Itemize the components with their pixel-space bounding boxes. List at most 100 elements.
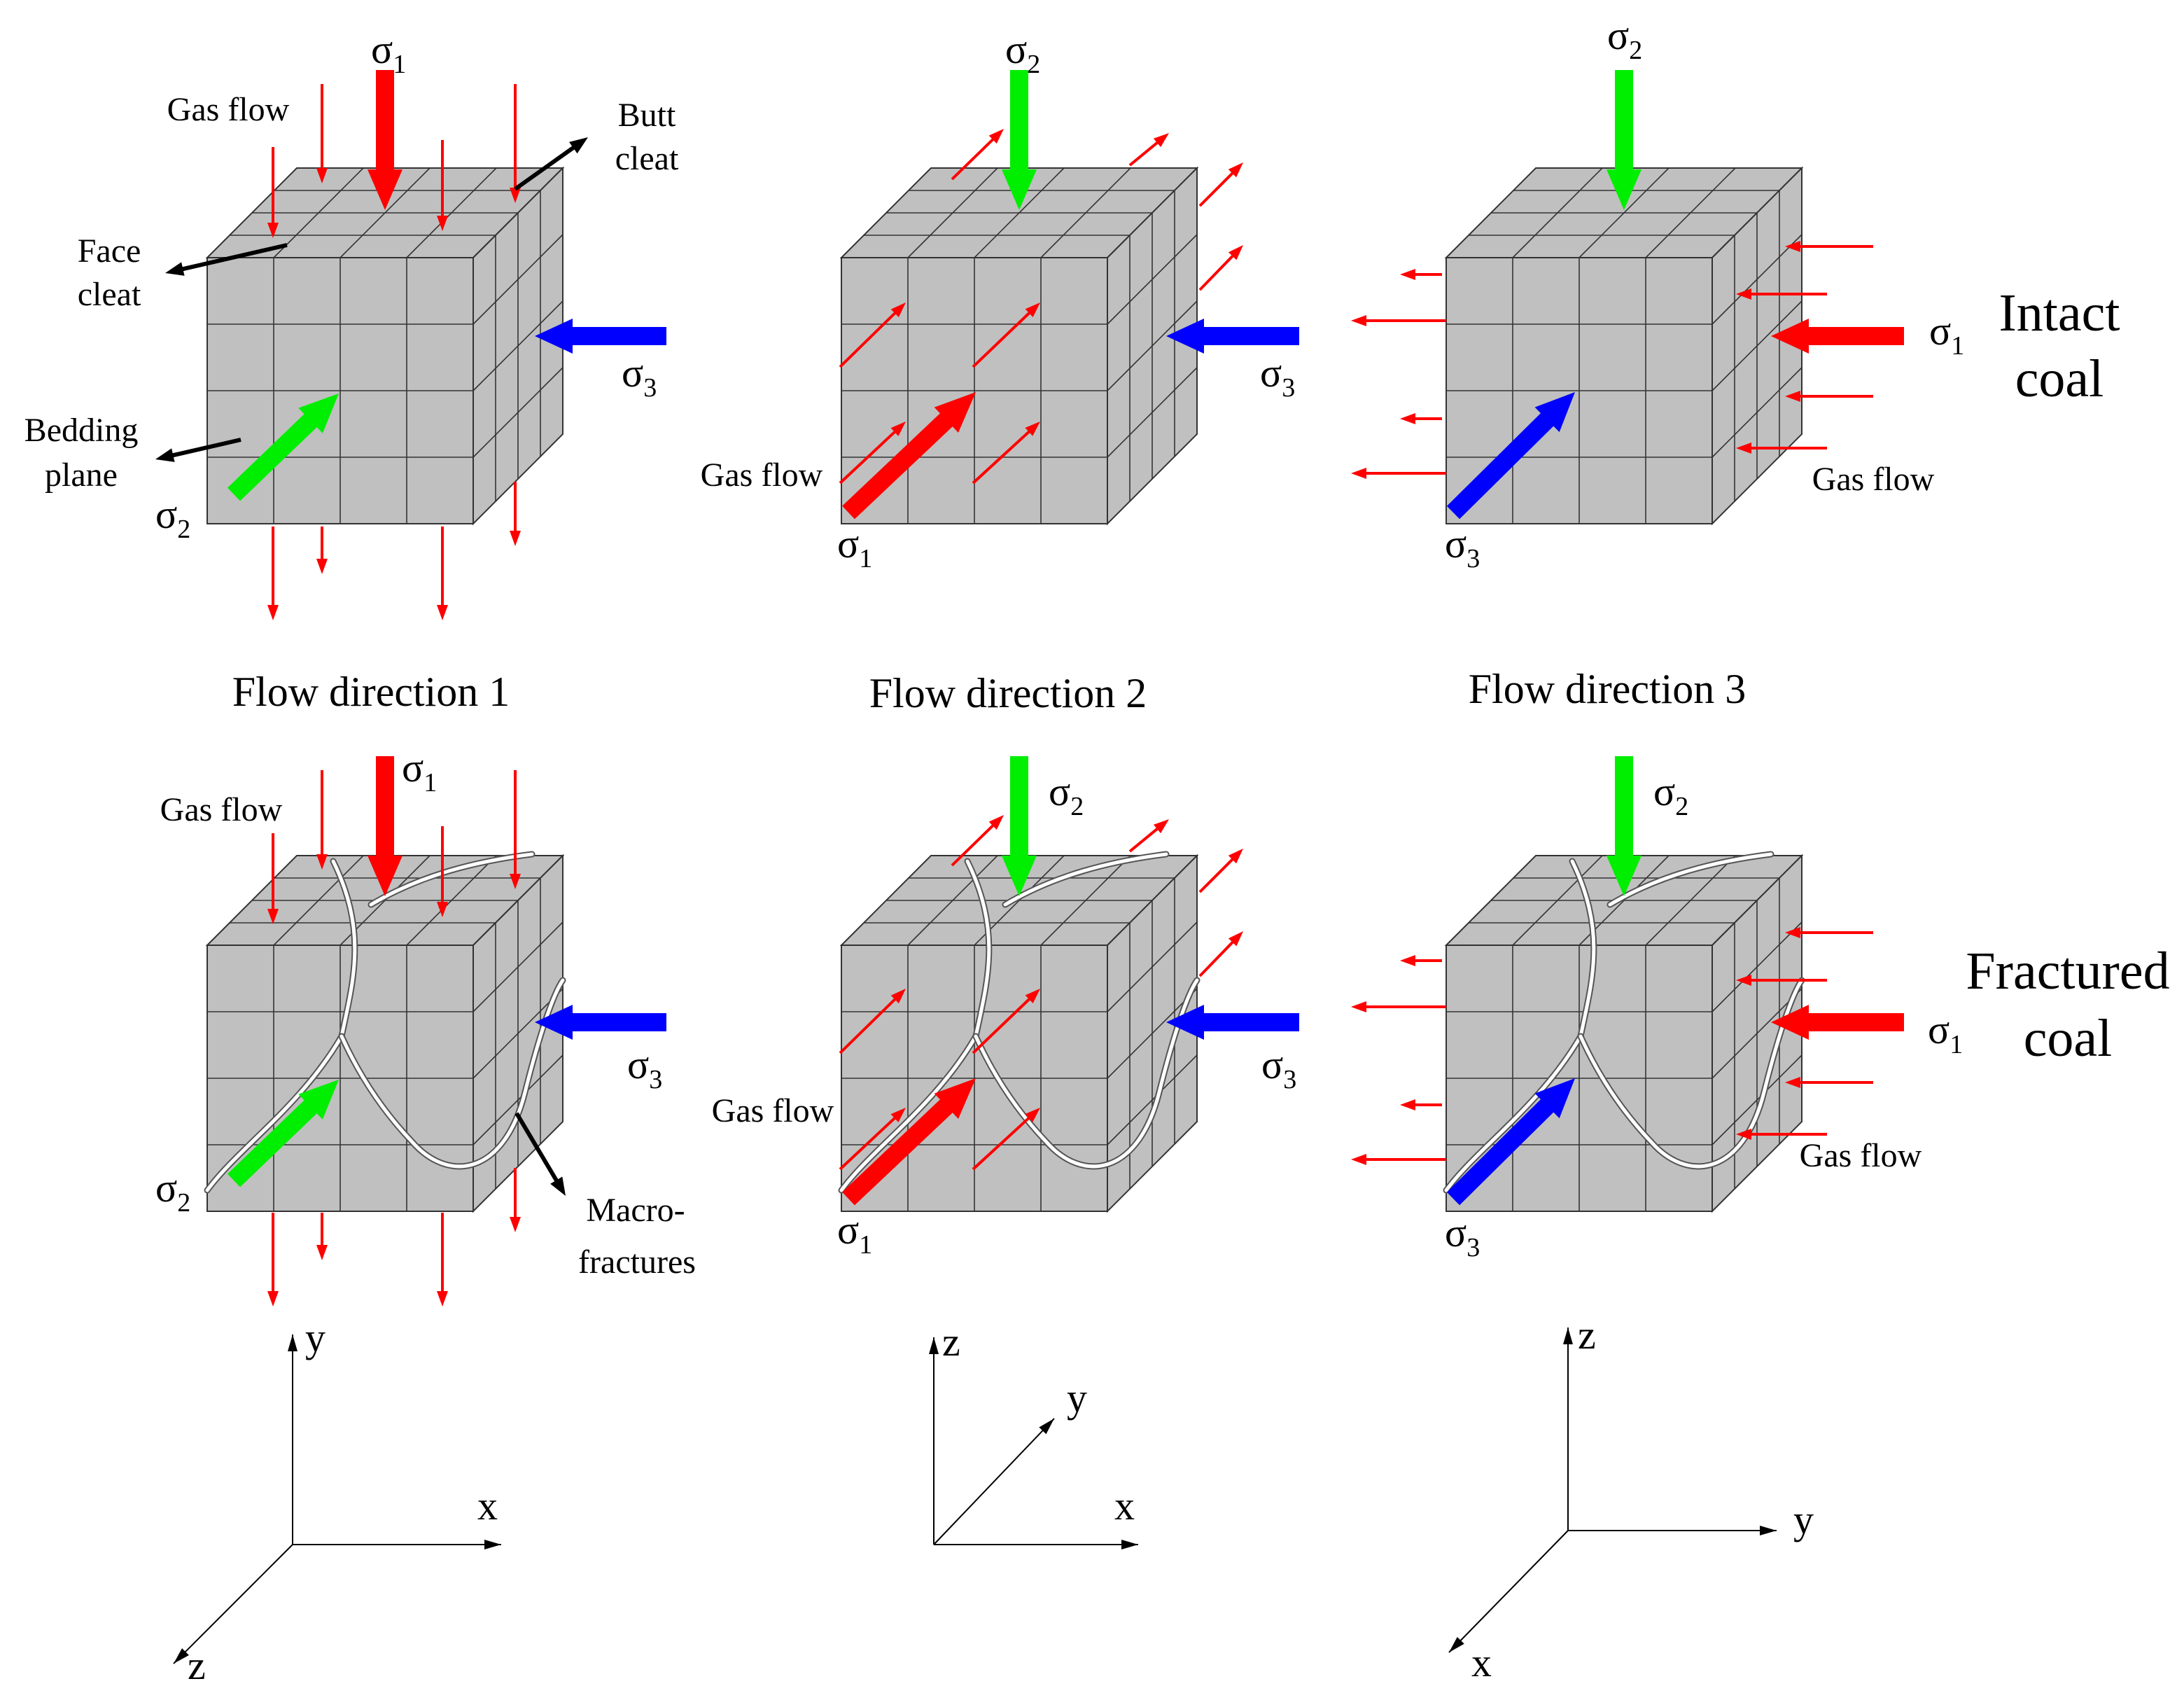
face-cleat-label-line2: cleat xyxy=(78,276,141,313)
cube-grid-line xyxy=(1712,1054,1802,1145)
gas-flow-arrow-d2-fractured xyxy=(972,1108,1040,1171)
sigma3-arrow-d3-intact xyxy=(1446,392,1575,520)
cube-grid-line xyxy=(1712,988,1802,1079)
gas-flow-arrow-out-d3-fractured xyxy=(1400,955,1442,966)
cube-grid-line xyxy=(1712,367,1802,458)
gas-flow-arrow-out-d3-intact xyxy=(1351,468,1446,479)
gas-flow-arrow-d2-fractured xyxy=(1198,849,1243,893)
cube-grid-line xyxy=(406,855,497,946)
cube-d3-intact xyxy=(1444,166,1804,526)
gas-flow-arrow-out-d1-intact xyxy=(437,527,448,620)
bedding-plane-label-line2: plane xyxy=(45,457,118,494)
cube-grid-line xyxy=(1107,988,1198,1079)
axis-label-d1-y: y xyxy=(305,1315,326,1360)
sigma3-arrow-d1-fractured xyxy=(535,1005,666,1040)
sigma1-arrow-d3-intact xyxy=(1771,319,1904,354)
sigma3-arrow-d2-fractured xyxy=(1166,1005,1299,1040)
gas-flow-arrow-d2-intact xyxy=(972,302,1040,368)
cube-grid-line xyxy=(1040,167,1131,258)
sigma2-label-d3-intact: σ2 xyxy=(1607,13,1642,65)
gas-flow-arrow-out-d1-intact xyxy=(510,482,521,546)
cube-grid-line xyxy=(472,367,564,458)
axis-label-d2-y: y xyxy=(1067,1375,1087,1421)
face-cleat-arrow xyxy=(165,243,288,276)
gas-flow-arrow-d2-intact xyxy=(951,129,1004,181)
gas-flow-arrow-in-d3-intact xyxy=(1785,391,1873,402)
gas-flow-arrow-d2-intact xyxy=(1198,245,1243,291)
gas-flow-arrow-out-d3-intact xyxy=(1400,269,1442,280)
gas-flow-arrow-d2-fractured xyxy=(972,989,1040,1054)
macro-fractures-arrow xyxy=(514,1112,566,1196)
gas-flow-arrow-d2-intact xyxy=(1198,162,1243,207)
gas-flow-arrow-in-d3-intact xyxy=(1785,241,1873,252)
axis-arrowhead-d3 xyxy=(1760,1526,1777,1535)
cubes-layer xyxy=(205,166,1804,1213)
gas-flow-label-d2-fractured: Gas flow xyxy=(712,1092,834,1129)
gas-flow-arrow-in-d1-fractured xyxy=(316,770,328,870)
sigma1-arrow-d2-fractured xyxy=(842,1078,976,1206)
gas-flow-arrow-out-d1-fractured xyxy=(316,1213,328,1260)
axis-arrowhead-d1 xyxy=(484,1540,501,1549)
gas-flow-arrow-in-d1-intact xyxy=(267,147,279,238)
sigma1-arrow-d1-fractured xyxy=(368,756,402,896)
sigma3-arrow-d2-intact xyxy=(1166,319,1299,354)
axis-line-d2 xyxy=(933,1418,1055,1545)
cube-grid-line xyxy=(472,300,564,391)
caption-flow-direction-2: Flow direction 2 xyxy=(869,670,1147,716)
cube-grid-line xyxy=(472,988,564,1079)
gas-flow-arrow-out-d3-fractured xyxy=(1351,1001,1446,1012)
sigma1-label-d1-intact: σ1 xyxy=(371,27,406,79)
sigma2-label-d2-intact: σ2 xyxy=(1005,27,1040,79)
butt-cleat-arrow xyxy=(514,137,588,191)
gas-flow-arrow-in-d3-fractured xyxy=(1736,975,1827,986)
cube-grid-line xyxy=(406,167,497,258)
sigma3-arrow-d1-intact xyxy=(535,319,666,354)
face-cleat-label-line1: Face xyxy=(78,232,141,270)
gas-flow-arrow-out-d1-fractured xyxy=(510,1168,521,1232)
cube-grid-line xyxy=(1645,855,1736,946)
sigma3-label-d3-fractured: σ3 xyxy=(1445,1210,1480,1262)
cube-grid-line xyxy=(1040,855,1131,946)
gas-flow-arrow-d2-intact xyxy=(839,302,906,368)
gas-flow-arrow-out-d3-intact xyxy=(1400,413,1442,424)
sigma3-label-d3-intact: σ3 xyxy=(1445,521,1480,573)
gas-flow-arrow-in-d3-intact xyxy=(1736,443,1827,454)
gas-flow-arrow-out-d1-fractured xyxy=(437,1213,448,1307)
macro-fracture-path xyxy=(1608,852,1773,907)
cube-grid-line xyxy=(1712,300,1802,391)
gas-flow-arrow-d2-intact xyxy=(972,422,1040,485)
axis-line-d3 xyxy=(1448,1530,1569,1653)
gas-flow-arrow-d2-intact xyxy=(1128,133,1169,167)
axis-label-d1-x: x xyxy=(477,1483,498,1528)
cube-grid-line xyxy=(1645,167,1736,258)
sigma1-label-d3-intact: σ1 xyxy=(1929,308,1964,361)
macro-fractures-label-line2: fractures xyxy=(578,1243,696,1281)
gas-flow-arrow-d2-fractured xyxy=(951,815,1004,867)
sigma3-label-d1-fractured: σ3 xyxy=(627,1042,662,1094)
axis-label-d1-z: z xyxy=(188,1643,206,1686)
gas-flow-arrow-out-d1-intact xyxy=(267,527,279,620)
gas-flow-arrow-in-d1-fractured xyxy=(267,833,279,924)
sigma2-label-d3-fractured: σ2 xyxy=(1653,769,1688,821)
row-label-intact-line1: Intact xyxy=(1998,284,2120,342)
sigma1-label-d1-fractured: σ1 xyxy=(402,745,437,797)
sigma2-arrow-d1-fractured xyxy=(227,1080,339,1187)
cube-grid-line xyxy=(472,1054,564,1145)
bedding-plane-label-line1: Bedding xyxy=(24,412,139,449)
axis-label-d3-y: y xyxy=(1793,1497,1814,1542)
gas-flow-arrow-d2-intact xyxy=(839,422,906,485)
sigma1-arrow-d3-fractured xyxy=(1771,1005,1904,1040)
gas-flow-arrow-in-d3-intact xyxy=(1736,288,1827,300)
gas-flow-arrow-in-d1-fractured xyxy=(437,826,448,917)
axis-label-d2-z: z xyxy=(942,1319,960,1365)
sigma3-arrow-d3-fractured xyxy=(1446,1078,1575,1206)
gas-flow-arrow-in-d3-fractured xyxy=(1785,1077,1873,1088)
axis-arrowhead-d1 xyxy=(174,1648,189,1664)
cube-grid-line xyxy=(1107,1054,1198,1145)
sigma3-label-d1-intact: σ3 xyxy=(622,350,657,403)
macro-fracture-path xyxy=(369,852,534,907)
caption-flow-direction-3: Flow direction 3 xyxy=(1469,666,1746,712)
axis-label-d3-x: x xyxy=(1471,1640,1492,1685)
gas-flow-arrow-out-d1-intact xyxy=(316,527,328,574)
axis-arrowhead-d1 xyxy=(288,1335,298,1351)
